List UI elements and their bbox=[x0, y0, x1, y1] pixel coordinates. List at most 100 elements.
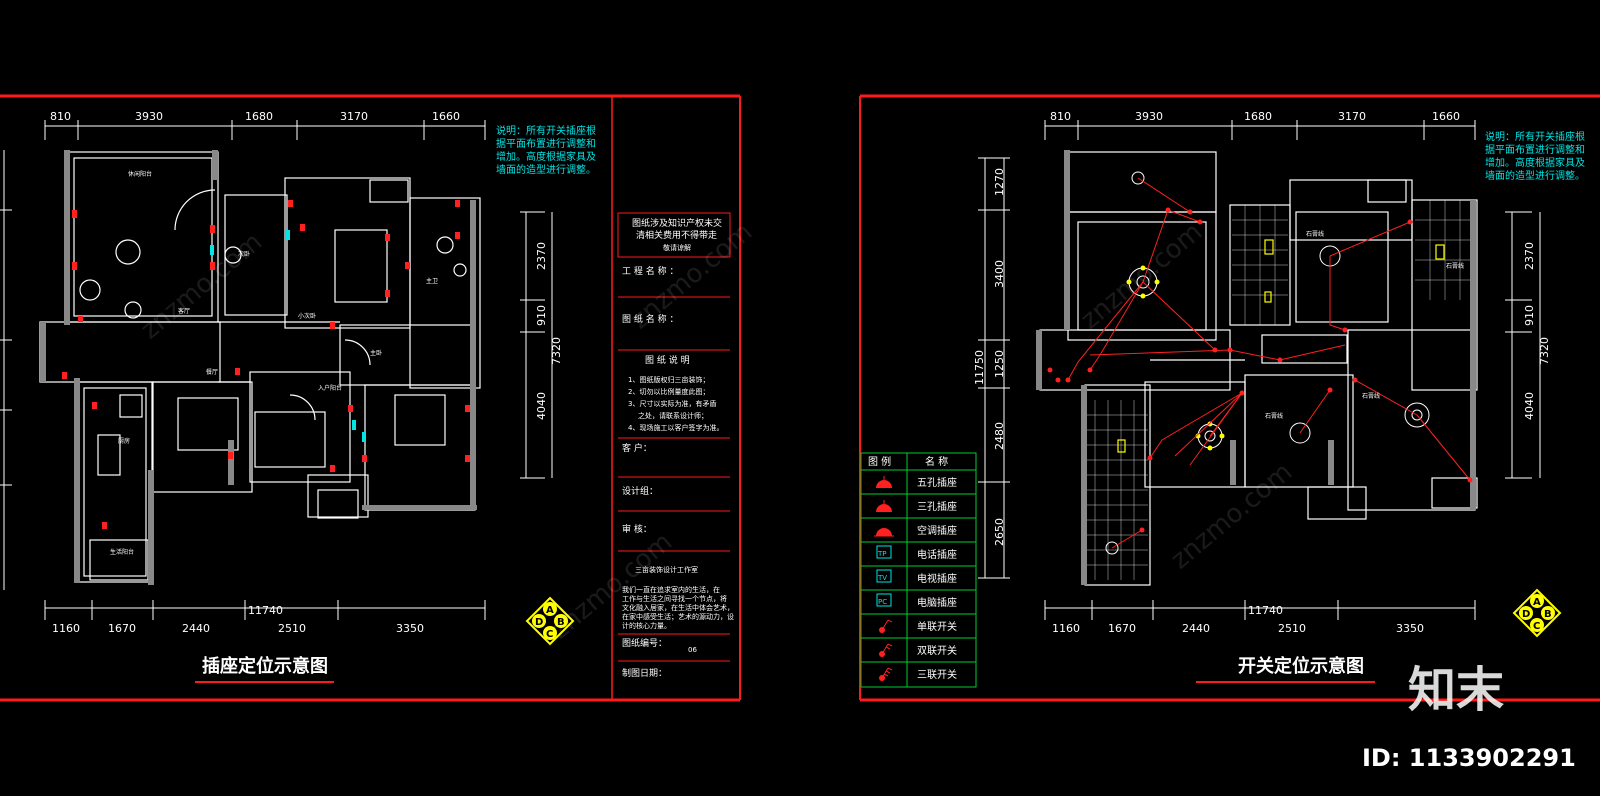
slogan-line-2: 工作与生活之间寻找一个节点，将 bbox=[622, 594, 727, 603]
svg-text:PC: PC bbox=[878, 598, 887, 606]
note-line-1: 说明：所有开关插座根 bbox=[496, 124, 596, 137]
dim-bottom-1-right: 1160 bbox=[1052, 622, 1080, 635]
note-line-4: 墙面的造型进行调整。 bbox=[496, 163, 596, 176]
client-label: 客 户： bbox=[622, 442, 652, 454]
dim-right-2-right: 910 bbox=[1523, 305, 1536, 326]
stamp-b-right: B bbox=[1544, 609, 1552, 620]
legend-name-5: 电视插座 bbox=[917, 572, 957, 585]
title-block: 图纸涉及知识产权未交 清相关费用不得带走 敬请谅解 工 程 名 称 ： 图 纸 … bbox=[617, 212, 734, 679]
ceiling-label-1: 石膏线 bbox=[1306, 230, 1324, 238]
room-label-6: 厨房 bbox=[118, 437, 130, 445]
dim-right-1-right: 2370 bbox=[1523, 242, 1536, 270]
abcd-stamp-left: A B C D bbox=[525, 596, 575, 646]
notice-line-1: 图纸涉及知识产权未交 bbox=[632, 217, 722, 229]
five-hole-socket-icon bbox=[876, 476, 892, 488]
ac-socket-icon bbox=[874, 528, 894, 537]
room-label-10: 入户阳台 bbox=[318, 384, 342, 392]
dim-top-3-right: 1680 bbox=[1244, 110, 1272, 123]
dim-right-1: 2370 bbox=[535, 242, 548, 270]
pc-socket-icon: PC bbox=[876, 593, 892, 607]
legend-header-icon: 图 例 bbox=[868, 455, 891, 468]
dim-bottom-1: 1160 bbox=[52, 622, 80, 635]
stamp-d-right: D bbox=[1522, 609, 1530, 620]
light-dots bbox=[1126, 265, 1225, 451]
dim-top-5-right: 1660 bbox=[1432, 110, 1460, 123]
dim-top-5: 1660 bbox=[432, 110, 460, 123]
stamp-a: A bbox=[546, 605, 554, 616]
floor-plan-right bbox=[1039, 151, 1478, 586]
desc-line-2: 2、切勿以比例量度此图； bbox=[628, 387, 709, 396]
legend-name-6: 电脑插座 bbox=[917, 596, 957, 609]
right-sheet: 810 3930 1680 3170 1660 1270 3400 1250 2… bbox=[859, 94, 1600, 702]
note-line-3: 增加。高度根据家具及 bbox=[496, 150, 596, 163]
right-note-line-3: 增加。高度根据家具及 bbox=[1485, 156, 1585, 169]
room-label-3: 主卫 bbox=[426, 277, 438, 285]
left-sheet-title: 插座定位示意图 bbox=[202, 655, 328, 677]
dim-top-4-right: 3170 bbox=[1338, 110, 1366, 123]
desc-line-1: 1、图纸版权归三亩装饰； bbox=[628, 375, 709, 384]
legend-name-9: 三联开关 bbox=[917, 668, 957, 681]
wall-fills-right bbox=[1036, 150, 1476, 585]
double-switch-icon bbox=[879, 643, 893, 657]
wall-fills-left bbox=[40, 150, 477, 585]
dim-bottom-5-right: 3350 bbox=[1396, 622, 1424, 635]
left-dimension-right bbox=[978, 157, 1010, 579]
legend-name-8: 双联开关 bbox=[917, 644, 957, 657]
right-dimension-right bbox=[1505, 211, 1541, 479]
dim-top-2: 3930 bbox=[135, 110, 163, 123]
desc-line-4: 之处，请联系设计师； bbox=[638, 411, 708, 420]
dim-bottom-2: 1670 bbox=[108, 622, 136, 635]
watermark-logo: 知末 bbox=[1408, 662, 1504, 718]
floor-plan-left bbox=[39, 151, 481, 583]
dim-top-2-right: 3930 bbox=[1135, 110, 1163, 123]
dim-bottom-3-right: 2440 bbox=[1182, 622, 1210, 635]
right-note: 说明：所有开关插座根 据平面布置进行调整和 增加。高度根据家具及 墙面的造型进行… bbox=[1485, 130, 1585, 182]
left-sheet: 810 3930 1680 3170 1660 2370 910 4040 73… bbox=[0, 94, 741, 702]
top-dimension-right bbox=[1044, 120, 1476, 140]
ceiling-label-4: 石膏线 bbox=[1446, 262, 1464, 270]
notice-line-3: 敬请谅解 bbox=[663, 243, 691, 252]
stamp-b: B bbox=[557, 617, 565, 628]
dim-top-1: 810 bbox=[50, 110, 71, 123]
stamp-d: D bbox=[535, 617, 543, 628]
dim-bottom-total: 11740 bbox=[248, 604, 283, 617]
left-note: 说明：所有开关插座根 据平面布置进行调整和 增加。高度根据家具及 墙面的造型进行… bbox=[496, 124, 596, 176]
dim-left-5-right: 2650 bbox=[993, 518, 1006, 546]
dim-left-1-right: 1270 bbox=[993, 168, 1006, 196]
cyan-marks-left bbox=[210, 230, 366, 442]
legend-name-3: 空调插座 bbox=[917, 524, 957, 537]
room-label-1: 休闲阳台 bbox=[128, 170, 152, 178]
slogan-line-1: 我们一直在追求室内的生活，在 bbox=[622, 585, 720, 594]
room-label-9: 小次卧 bbox=[298, 312, 316, 320]
room-label-4: 次卧 bbox=[238, 250, 250, 258]
tv-socket-icon: TV bbox=[876, 569, 892, 583]
socket-marks-left bbox=[62, 200, 470, 529]
studio-name: 三亩装饰设计工作室 bbox=[635, 565, 698, 574]
watermark-id: ID: 1133902291 bbox=[1362, 744, 1576, 772]
dim-right-3: 4040 bbox=[535, 392, 548, 420]
dim-bottom-5: 3350 bbox=[396, 622, 424, 635]
abcd-stamp-right: A B C D bbox=[1512, 588, 1562, 638]
svg-text:TP: TP bbox=[877, 550, 887, 558]
dim-bottom-4-right: 2510 bbox=[1278, 622, 1306, 635]
stamp-c-right: C bbox=[1533, 621, 1540, 632]
dim-bottom-2-right: 1670 bbox=[1108, 622, 1136, 635]
stamp-c: C bbox=[546, 629, 553, 640]
room-label-8: 生活阳台 bbox=[110, 548, 134, 556]
legend-header-name: 名 称 bbox=[925, 455, 948, 468]
dim-left-2-right: 3400 bbox=[993, 260, 1006, 288]
svg-text:TV: TV bbox=[877, 574, 887, 582]
right-sheet-title: 开关定位示意图 bbox=[1238, 655, 1364, 677]
legend-name-2: 三孔插座 bbox=[917, 500, 957, 513]
slogan-line-5: 计的核心力量。 bbox=[622, 621, 671, 630]
bottom-dimension-right bbox=[1044, 600, 1476, 620]
dim-top-4: 3170 bbox=[340, 110, 368, 123]
switch-panels bbox=[1117, 239, 1445, 453]
bottom-dimension bbox=[44, 600, 486, 620]
dim-left-3-right: 1250 bbox=[993, 350, 1006, 378]
phone-socket-icon: TP bbox=[876, 545, 892, 559]
drawing-no-value: 06 bbox=[688, 646, 697, 654]
triple-switch-icon bbox=[879, 667, 893, 681]
dim-left-4-right: 2480 bbox=[993, 422, 1006, 450]
